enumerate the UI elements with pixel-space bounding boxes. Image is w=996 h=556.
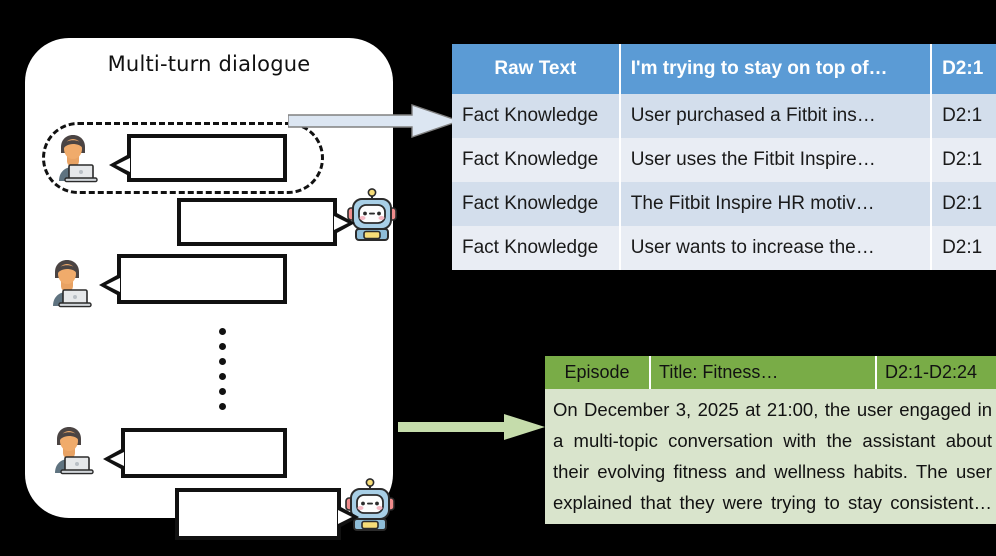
green-arrow-icon bbox=[398, 412, 546, 442]
episode-header-row: Episode Title: Fitness… D2:1-D2:24 bbox=[545, 356, 996, 389]
speech-bubble-user bbox=[103, 428, 287, 478]
vertical-ellipsis-icon bbox=[215, 328, 229, 410]
user-avatar-icon bbox=[47, 131, 99, 183]
episode-body-text: On December 3, 2025 at 21:00, the user e… bbox=[545, 389, 996, 524]
cell-raw-text: Fact Knowledge bbox=[452, 138, 621, 182]
episode-span-id: D2:1-D2:24 bbox=[877, 356, 996, 389]
episode-title: Title: Fitness… bbox=[651, 356, 877, 389]
cell-session-id: D2:1 bbox=[931, 138, 996, 182]
bubble-tail bbox=[103, 448, 124, 470]
page-title: Multi-turn dialogue bbox=[107, 52, 311, 76]
user-avatar-icon bbox=[43, 423, 95, 475]
episode-label: Episode bbox=[545, 356, 651, 389]
bubble-tail bbox=[99, 274, 120, 296]
cell-session-id: D2:1 bbox=[931, 226, 996, 270]
bubble-tail bbox=[334, 212, 355, 234]
user-avatar-icon bbox=[41, 256, 93, 308]
table-row: Fact Knowledge User purchased a Fitbit i… bbox=[452, 94, 996, 138]
cell-session-id: D2:1 bbox=[931, 182, 996, 226]
speech-bubble-assistant bbox=[177, 198, 355, 246]
fact-knowledge-table: Raw Text I'm trying to stay on top of… D… bbox=[452, 44, 996, 270]
episode-summary-box: Episode Title: Fitness… D2:1-D2:24 On De… bbox=[545, 356, 996, 524]
first-turn-highlight bbox=[42, 122, 324, 194]
cell-content: User purchased a Fitbit ins… bbox=[619, 94, 933, 138]
speech-bubble-user bbox=[99, 254, 287, 304]
column-header-session-id: D2:1 bbox=[931, 44, 996, 94]
column-header-raw-text: Raw Text bbox=[452, 44, 621, 94]
cell-raw-text: Fact Knowledge bbox=[452, 182, 621, 226]
blue-arrow-icon bbox=[287, 104, 462, 138]
table-row: Fact Knowledge The Fitbit Inspire HR mot… bbox=[452, 182, 996, 226]
cell-session-id: D2:1 bbox=[931, 94, 996, 138]
column-header-content: I'm trying to stay on top of… bbox=[619, 44, 933, 94]
cell-raw-text: Fact Knowledge bbox=[452, 94, 621, 138]
bubble-tail bbox=[109, 154, 130, 176]
speech-bubble-assistant bbox=[175, 488, 359, 540]
speech-bubble-user bbox=[109, 134, 287, 182]
table-header-row: Raw Text I'm trying to stay on top of… D… bbox=[452, 44, 996, 94]
cell-content: The Fitbit Inspire HR motiv… bbox=[619, 182, 933, 226]
assistant-robot-icon bbox=[343, 478, 397, 532]
cell-content: User wants to increase the… bbox=[619, 226, 933, 270]
table-row: Fact Knowledge User wants to increase th… bbox=[452, 226, 996, 270]
cell-content: User uses the Fitbit Inspire… bbox=[619, 138, 933, 182]
bubble-tail bbox=[338, 506, 359, 528]
table-row: Fact Knowledge User uses the Fitbit Insp… bbox=[452, 138, 996, 182]
cell-raw-text: Fact Knowledge bbox=[452, 226, 621, 270]
